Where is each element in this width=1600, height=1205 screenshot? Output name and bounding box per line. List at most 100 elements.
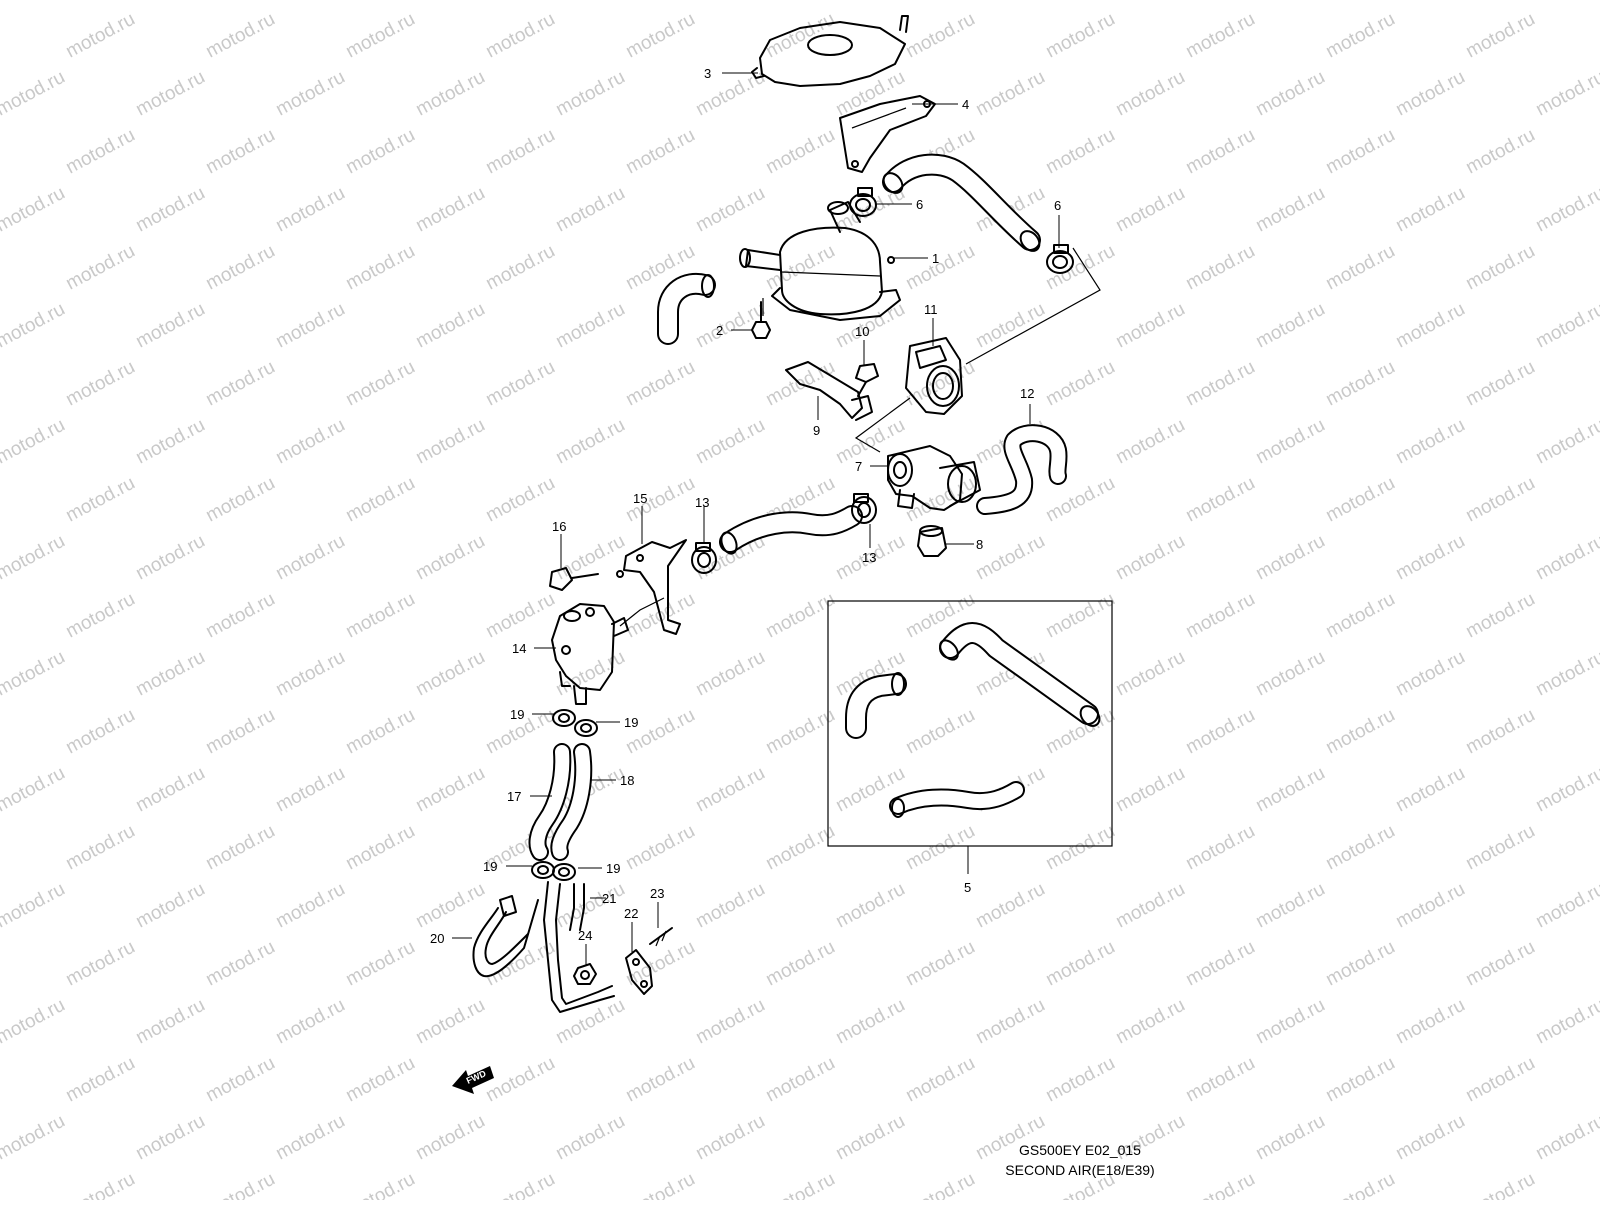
watermark-text: motod.ru bbox=[762, 937, 838, 991]
callout-9[interactable]: 9 bbox=[813, 423, 820, 438]
callout-7[interactable]: 7 bbox=[855, 459, 862, 474]
callout-6b[interactable]: 6 bbox=[1054, 198, 1061, 213]
callout-12[interactable]: 12 bbox=[1020, 386, 1034, 401]
callout-11[interactable]: 11 bbox=[924, 302, 938, 317]
callout-24[interactable]: 24 bbox=[578, 928, 592, 943]
watermark-text: motod.ru bbox=[1042, 9, 1118, 63]
clamp-13b-drawing[interactable] bbox=[851, 493, 877, 524]
watermark-text: motod.ru bbox=[132, 415, 208, 469]
watermark-text: motod.ru bbox=[1322, 473, 1398, 527]
clamp-13a-drawing[interactable] bbox=[691, 542, 717, 574]
watermark-text: motod.ru bbox=[272, 299, 348, 353]
watermark-text: motod.ru bbox=[1392, 763, 1468, 817]
callout-18[interactable]: 18 bbox=[620, 773, 634, 788]
watermark-text: motod.ru bbox=[202, 241, 278, 295]
bolt-10-drawing[interactable] bbox=[855, 363, 879, 397]
hose-upper-drawing[interactable] bbox=[880, 153, 1043, 255]
watermark-text: motod.ru bbox=[62, 1169, 138, 1200]
clamp-19a-drawing[interactable] bbox=[552, 709, 576, 727]
callout-8[interactable]: 8 bbox=[976, 537, 983, 552]
callout-23[interactable]: 23 bbox=[650, 886, 664, 901]
watermark-text: motod.ru bbox=[1532, 763, 1600, 817]
callout-19c[interactable]: 19 bbox=[483, 859, 497, 874]
callout-1[interactable]: 1 bbox=[932, 251, 939, 266]
watermark-text: motod.ru bbox=[1112, 67, 1188, 121]
callout-16[interactable]: 16 bbox=[552, 519, 566, 534]
reed-valve-drawing[interactable] bbox=[739, 201, 901, 321]
watermark-text: motod.ru bbox=[1322, 125, 1398, 179]
gasket-22-drawing[interactable] bbox=[625, 949, 653, 995]
callout-22[interactable]: 22 bbox=[624, 906, 638, 921]
callout-20[interactable]: 20 bbox=[430, 931, 444, 946]
watermark-text: motod.ru bbox=[552, 183, 628, 237]
watermark-text: motod.ru bbox=[62, 821, 138, 875]
callout-2[interactable]: 2 bbox=[716, 323, 723, 338]
watermark-text: motod.ru bbox=[1392, 183, 1468, 237]
nut-24-drawing[interactable] bbox=[573, 963, 597, 985]
watermark-text: motod.ru bbox=[412, 299, 488, 353]
watermark-text: motod.ru bbox=[692, 0, 768, 4]
bolt-16-drawing[interactable] bbox=[549, 567, 599, 591]
watermark-text: motod.ru bbox=[342, 241, 418, 295]
watermark-text: motod.ru bbox=[1322, 821, 1398, 875]
watermark-text: motod.ru bbox=[1462, 473, 1538, 527]
watermark-text: motod.ru bbox=[1392, 1111, 1468, 1165]
callout-17[interactable]: 17 bbox=[507, 789, 521, 804]
bracket-drawing[interactable] bbox=[839, 95, 936, 173]
hose-18-drawing[interactable] bbox=[550, 743, 593, 861]
watermark-text: motod.ru bbox=[272, 531, 348, 585]
watermark-text: motod.ru bbox=[1182, 589, 1258, 643]
callout-6a[interactable]: 6 bbox=[916, 197, 923, 212]
cap-8-drawing[interactable] bbox=[917, 525, 947, 557]
callout-10[interactable]: 10 bbox=[855, 324, 869, 339]
watermark-text: motod.ru bbox=[0, 0, 69, 4]
callout-3[interactable]: 3 bbox=[704, 66, 711, 81]
clamp-19b-drawing[interactable] bbox=[574, 719, 598, 737]
watermark-text: motod.ru bbox=[1462, 589, 1538, 643]
hose-17-drawing[interactable] bbox=[528, 743, 572, 861]
watermark-text: motod.ru bbox=[1322, 357, 1398, 411]
watermark-text: motod.ru bbox=[902, 357, 978, 411]
hose-elbow-left-drawing[interactable] bbox=[657, 272, 716, 345]
valve-14-drawing[interactable] bbox=[551, 603, 629, 705]
callout-19d[interactable]: 19 bbox=[606, 861, 620, 876]
watermark-text: motod.ru bbox=[0, 183, 69, 237]
callout-4[interactable]: 4 bbox=[962, 97, 969, 112]
bracket-11-drawing[interactable] bbox=[905, 337, 963, 415]
watermark-text: motod.ru bbox=[132, 995, 208, 1049]
callout-13a[interactable]: 13 bbox=[695, 495, 709, 510]
watermark-text: motod.ru bbox=[1322, 1169, 1398, 1200]
watermark-text: motod.ru bbox=[1182, 473, 1258, 527]
callout-21[interactable]: 21 bbox=[602, 891, 616, 906]
bracket-9-drawing[interactable] bbox=[785, 361, 873, 421]
hose-set-box[interactable] bbox=[827, 600, 1113, 847]
clamp-6b-drawing[interactable] bbox=[1046, 244, 1074, 274]
hose-12-drawing[interactable] bbox=[976, 424, 1068, 515]
pipe-20-drawing[interactable] bbox=[472, 895, 539, 978]
watermark-text: motod.ru bbox=[1252, 415, 1328, 469]
callout-19a[interactable]: 19 bbox=[510, 707, 524, 722]
watermark-text: motod.ru bbox=[1322, 937, 1398, 991]
clamp-19c-drawing[interactable] bbox=[531, 861, 555, 879]
control-valve-7-drawing[interactable] bbox=[887, 445, 981, 511]
callout-15[interactable]: 15 bbox=[633, 491, 647, 506]
watermark-text: motod.ru bbox=[1322, 9, 1398, 63]
watermark-text: motod.ru bbox=[832, 1111, 908, 1165]
hose-middle-drawing[interactable] bbox=[719, 505, 863, 556]
callout-14[interactable]: 14 bbox=[512, 641, 526, 656]
callout-5[interactable]: 5 bbox=[964, 880, 971, 895]
callout-19b[interactable]: 19 bbox=[624, 715, 638, 730]
stud-23-drawing[interactable] bbox=[649, 927, 673, 947]
watermark-text: motod.ru bbox=[902, 241, 978, 295]
watermark-text: motod.ru bbox=[412, 1111, 488, 1165]
watermark-text: motod.ru bbox=[1252, 183, 1328, 237]
watermark-text: motod.ru bbox=[412, 531, 488, 585]
top-cover-drawing[interactable] bbox=[751, 15, 909, 87]
watermark-text: motod.ru bbox=[972, 879, 1048, 933]
watermark-text: motod.ru bbox=[0, 763, 69, 817]
bracket-15-drawing[interactable] bbox=[616, 539, 687, 635]
pipe-21-drawing[interactable] bbox=[543, 881, 615, 1013]
callout-13b[interactable]: 13 bbox=[862, 550, 876, 565]
clamp-19d-drawing[interactable] bbox=[552, 863, 576, 881]
